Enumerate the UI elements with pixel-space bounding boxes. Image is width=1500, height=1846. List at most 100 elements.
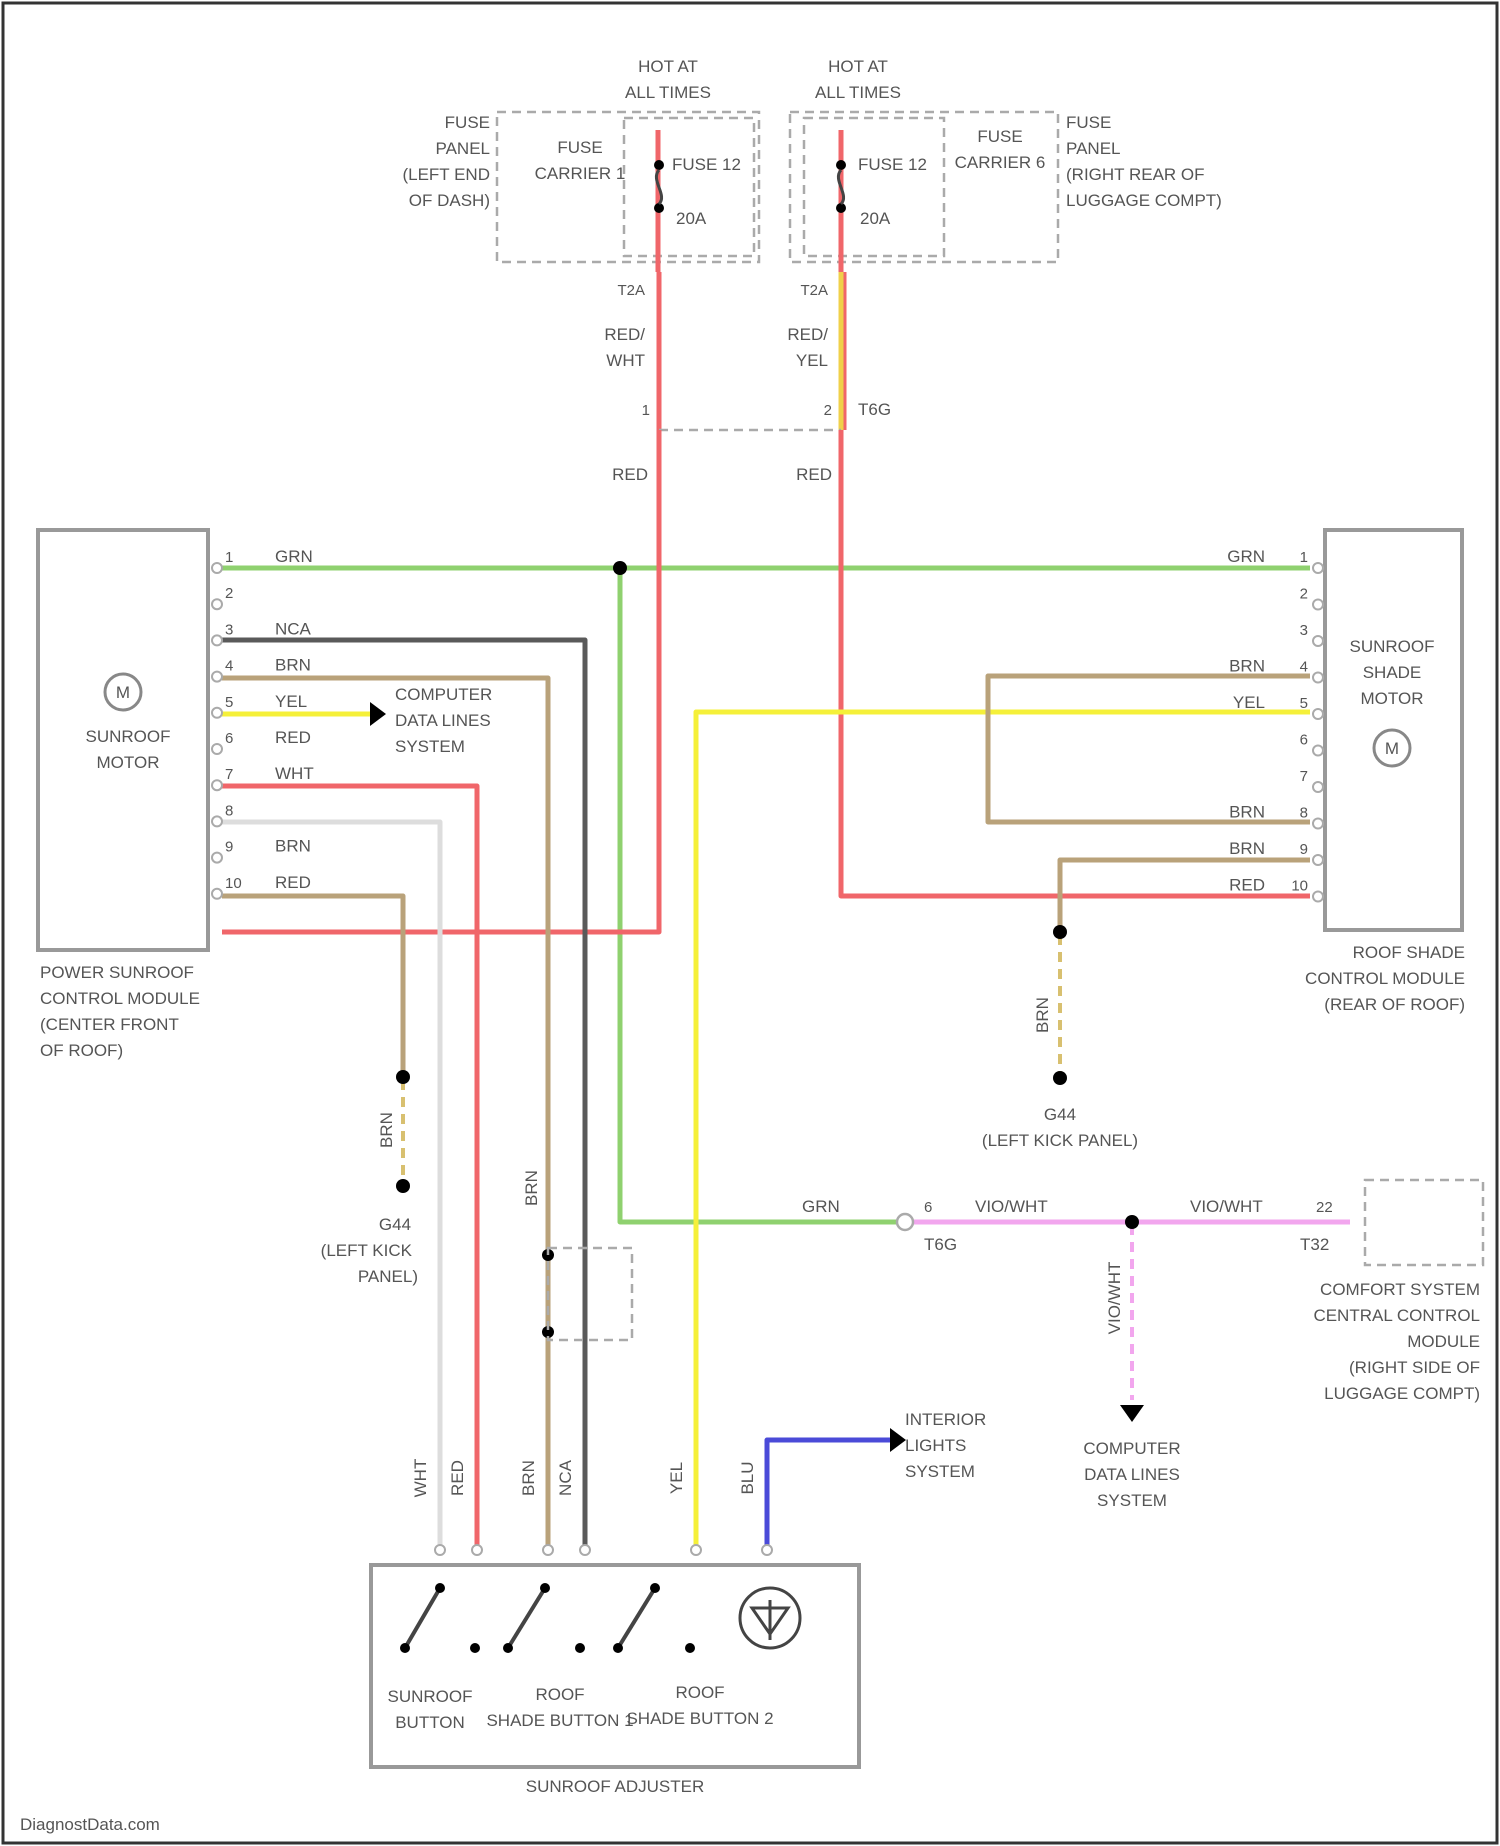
shade-module-label-2: CONTROL MODULE: [1305, 969, 1465, 988]
shade-button-1-label-1: ROOF: [535, 1685, 584, 1704]
interior-lights-label-1: INTERIOR: [905, 1410, 986, 1429]
ground-left-wire-label: BRN: [377, 1112, 396, 1148]
ground-right-wire-label: BRN: [1033, 997, 1052, 1033]
sunroof-pin-5: [212, 708, 222, 718]
adjuster-pin: [543, 1545, 553, 1555]
hot-label-left-1: HOT AT: [638, 57, 698, 76]
comfort-module-label-4: (RIGHT SIDE OF: [1349, 1358, 1480, 1377]
sunroof-pin-number: 8: [225, 802, 233, 819]
shade-button-2-label-2: SHADE BUTTON 2: [626, 1709, 773, 1728]
connector-t6g-label: T6G: [858, 400, 891, 419]
roof-shade-control-module: SUNROOF SHADE MOTOR M ROOF SHADE CONTROL…: [1227, 530, 1465, 1014]
shade-pin-7: [1313, 782, 1323, 792]
connector-t6g-pin: [897, 1214, 913, 1230]
motor-icon-m: M: [116, 683, 130, 702]
wire-brn-mid-label: BRN: [522, 1170, 541, 1206]
interior-lights-label-2: LIGHTS: [905, 1436, 966, 1455]
sunroof-motor-label-2: MOTOR: [97, 753, 160, 772]
comfort-grn-label: GRN: [802, 1197, 840, 1216]
shade-motor-label-1: SUNROOF: [1350, 637, 1435, 656]
ground-left-loc-1: (LEFT KICK: [321, 1241, 413, 1260]
sunroof-button-switch: [405, 1588, 440, 1648]
fuse-right-rating: 20A: [860, 209, 891, 228]
sunroof-pin-number: 1: [225, 549, 233, 566]
sunroof-pin-wire-label: BRN: [275, 837, 311, 856]
shade-pin-wire-label: BRN: [1229, 803, 1265, 822]
sunroof-pin-number: 3: [225, 621, 233, 638]
shade-pin-number: 6: [1300, 732, 1308, 749]
shade-button-2-label-1: ROOF: [675, 1683, 724, 1702]
adjuster-wire-labels: WHTREDBRNNCAYELBLU: [411, 1459, 772, 1555]
hot-label-right-2: ALL TIMES: [815, 83, 901, 102]
sunroof-pin-wire-label: YEL: [275, 692, 307, 711]
arrow-to-interior-lights: [890, 1428, 906, 1452]
power-feed: T2A T2A RED/ WHT RED/ YEL 1 2 T6G RED RE…: [604, 272, 891, 484]
sunroof-pin-4: [212, 672, 222, 682]
adjuster-wire-label: BLU: [738, 1461, 757, 1494]
shade-pin-3: [1313, 636, 1323, 646]
adjuster-wire-label: WHT: [411, 1459, 430, 1498]
watermark: DiagnostData.com: [20, 1815, 160, 1834]
comfort-module-label-5: LUGGAGE COMPT): [1324, 1384, 1480, 1403]
adjuster-pin: [762, 1545, 772, 1555]
sunroof-pin-8: [212, 816, 222, 826]
sunroof-pin-number: 6: [225, 730, 233, 747]
comfort-vio-down-label: VIO/WHT: [1105, 1262, 1124, 1335]
sunroof-module-label-1: POWER SUNROOF: [40, 963, 194, 982]
shade-button-2-switch: [618, 1588, 655, 1648]
shade-pin-number: 4: [1300, 659, 1308, 676]
shade-pin-number: 8: [1300, 805, 1308, 822]
sunroof-pin-number: 2: [225, 585, 233, 602]
fuse-right-pin: T2A: [800, 282, 828, 299]
adjuster-wire-label: RED: [448, 1460, 467, 1496]
adjuster-wire-label: NCA: [556, 1459, 575, 1496]
shade-pin-number: 2: [1300, 586, 1308, 603]
shade-pin-10: [1313, 892, 1323, 902]
fuse-left-pin: T2A: [617, 282, 645, 299]
shade-pin-9: [1313, 855, 1323, 865]
power-sunroof-control-module: M SUNROOF MOTOR POWER SUNROOF CONTROL MO…: [38, 530, 492, 1060]
sunroof-pin-number: 10: [225, 875, 242, 892]
hot-label-left-2: ALL TIMES: [625, 83, 711, 102]
sunroof-pin-1: [212, 563, 222, 573]
fuse-panel-right-label-2: PANEL: [1066, 139, 1121, 158]
fuse-carrier-left-label-2: CARRIER 1: [535, 164, 626, 183]
sunroof-motor-label-1: SUNROOF: [86, 727, 171, 746]
sunroof-module-label-4: OF ROOF): [40, 1041, 123, 1060]
fuse-left-rating: 20A: [676, 209, 707, 228]
shade-button-1-label-2: SHADE BUTTON 1: [486, 1711, 633, 1730]
comfort-module-label-2: CENTRAL CONTROL: [1313, 1306, 1480, 1325]
comfort-conn-a: T6G: [924, 1235, 957, 1254]
shade-pin-wire-label: YEL: [1233, 693, 1265, 712]
shade-module-label-3: (REAR OF ROOF): [1324, 995, 1465, 1014]
sunroof-pin-number: 5: [225, 694, 233, 711]
sunroof-button-label-2: BUTTON: [395, 1713, 465, 1732]
data-lines-label-2-line3: SYSTEM: [1097, 1491, 1167, 1510]
shade-pin-number: 10: [1291, 878, 1308, 895]
comfort-pin-a: 6: [924, 1199, 932, 1216]
shade-motor-label-3: MOTOR: [1361, 689, 1424, 708]
shade-pin-wire-label: BRN: [1229, 657, 1265, 676]
data-lines-label-1-line2: DATA LINES: [395, 711, 491, 730]
shade-pin-number: 1: [1300, 549, 1308, 566]
fuse-panel-left: HOT AT ALL TIMES FUSE PANEL (LEFT END OF…: [402, 57, 759, 272]
sunroof-pin-7: [212, 780, 222, 790]
wires: [222, 430, 1350, 1545]
connector-pin-1: 1: [642, 402, 650, 419]
adjuster-pin: [472, 1545, 482, 1555]
fuse-panel-left-label-4: OF DASH): [409, 191, 490, 210]
fuse-panel-left-label-1: FUSE: [445, 113, 490, 132]
shade-pin-2: [1313, 600, 1323, 610]
wire-red-yel-label-2: YEL: [796, 351, 828, 370]
shade-pin-number: 3: [1300, 622, 1308, 639]
sunroof-pin-10: [212, 889, 222, 899]
shade-pin-wire-label: GRN: [1227, 547, 1265, 566]
comfort-vio-label-1: VIO/WHT: [975, 1197, 1048, 1216]
connector-pin-2: 2: [824, 402, 832, 419]
shade-pin-number: 9: [1300, 841, 1308, 858]
sunroof-pin-number: 9: [225, 839, 233, 856]
fuse-panel-right: HOT AT ALL TIMES FUSE PANEL (RIGHT REAR …: [790, 57, 1222, 272]
sunroof-pin-wire-label: GRN: [275, 547, 313, 566]
